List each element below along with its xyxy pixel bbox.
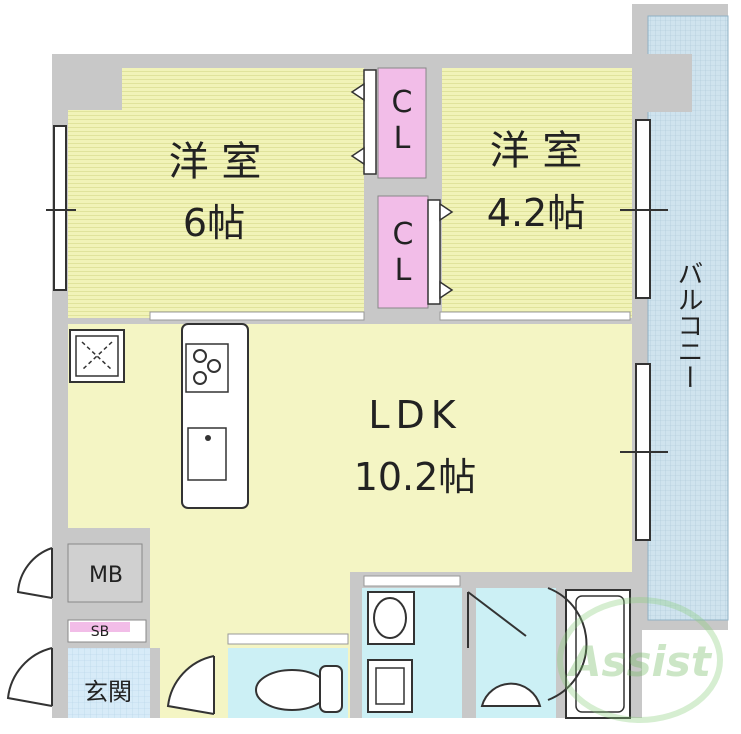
- toilet-room: [227, 633, 349, 718]
- closet-1-label-c: C: [392, 85, 413, 120]
- shoe-box-label: SB: [91, 624, 110, 640]
- closet-1-label-l: L: [394, 121, 411, 156]
- closet-2: [377, 195, 429, 309]
- closet-2-label-c: C: [393, 217, 414, 252]
- room-name-6: 洋 室: [169, 139, 262, 185]
- western-room-6: [68, 68, 365, 321]
- entrance-label: 玄関: [84, 678, 132, 706]
- closet-2-label-l: L: [395, 253, 412, 288]
- room-size-6: 6帖: [183, 201, 245, 245]
- room-name-4-2: 洋 室: [490, 128, 583, 174]
- washroom: [362, 575, 462, 718]
- room-size-4-2: 4.2帖: [487, 191, 585, 235]
- watermark-logo: Assist: [557, 597, 723, 723]
- meter-box-label: MB: [89, 563, 123, 588]
- ldk-name: LDK: [368, 393, 461, 437]
- watermark-text: Assist: [566, 637, 713, 686]
- doors: [6, 547, 588, 715]
- western-room-4-2: [439, 68, 632, 321]
- balcony-label: バルコニー: [673, 260, 703, 390]
- entrance: [68, 648, 150, 718]
- meter-box: [67, 543, 143, 603]
- kitchen-counter: [181, 323, 249, 509]
- ldk-size: 10.2帖: [354, 455, 477, 499]
- closet-1: [377, 67, 427, 179]
- closet-doors: [350, 69, 454, 305]
- windows: [46, 119, 668, 541]
- ventilation-icon: [69, 329, 125, 383]
- shoe-box: [67, 619, 147, 643]
